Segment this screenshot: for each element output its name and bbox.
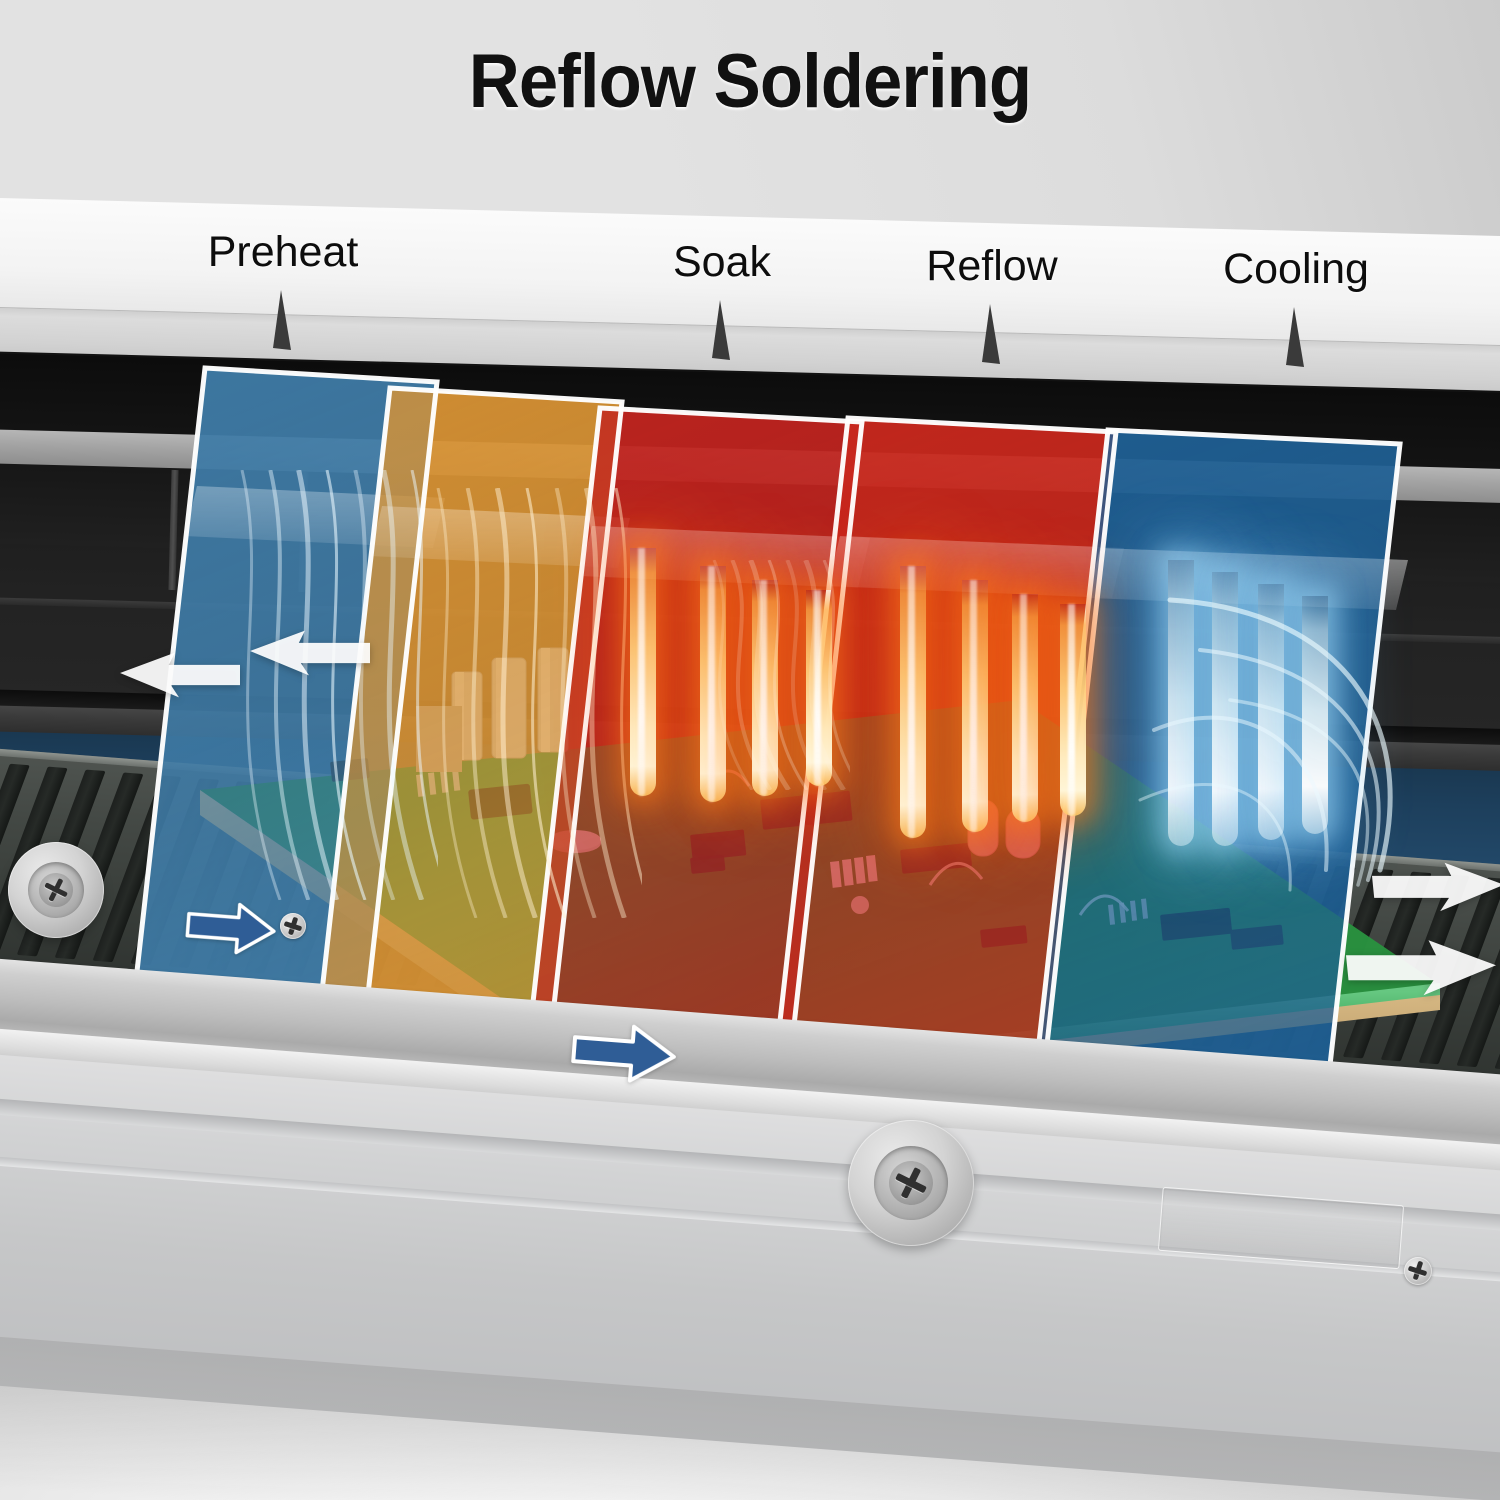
phillips-screw-icon [887,1159,935,1207]
stage-label: Soak [672,238,772,286]
stage-label: Reflow [926,242,1058,290]
soak-airflow-streaks [436,488,642,918]
cooling-flow-arrow-1 [1372,862,1500,914]
cooling-swirl-arcs [1138,597,1393,892]
triangle-down-icon [980,304,1004,366]
cooling-jet-1 [1168,560,1194,846]
heater-element-6 [962,580,988,832]
heater-element-3 [752,580,778,796]
heater-element-8 [1060,604,1086,816]
conveyor-direction-arrow-1 [184,897,278,960]
heater-element-4 [806,590,832,786]
cooling-flow-arrow-2 [1346,940,1496,998]
stage-label: Preheat [207,228,359,276]
cooling-jet-2 [1212,572,1238,846]
heater-element-2 [700,566,726,802]
stage-label: Cooling [1223,245,1369,293]
heater-element-5 [900,566,926,838]
heater-element-1 [630,548,656,796]
triangle-down-icon [710,300,734,362]
preheat-flow-arrow-2 [248,630,370,678]
roller-icon [26,860,86,920]
triangle-down-icon [271,290,295,352]
cooling-jet-4 [1302,596,1328,834]
frame-screw-2 [1404,1257,1432,1285]
preheat-airflow-streaks [240,470,438,900]
phillips-screw-icon [38,872,74,908]
conveyor-direction-arrow-2 [570,1018,678,1088]
page-title: Reflow Soldering [468,39,1032,124]
frame-screw-1 [280,913,306,939]
roller-icon [871,1143,951,1223]
triangle-down-icon [1284,307,1308,369]
reflow-heat-haze [712,560,850,790]
heater-element-7 [1012,594,1038,822]
preheat-flow-arrow-1 [118,652,240,700]
